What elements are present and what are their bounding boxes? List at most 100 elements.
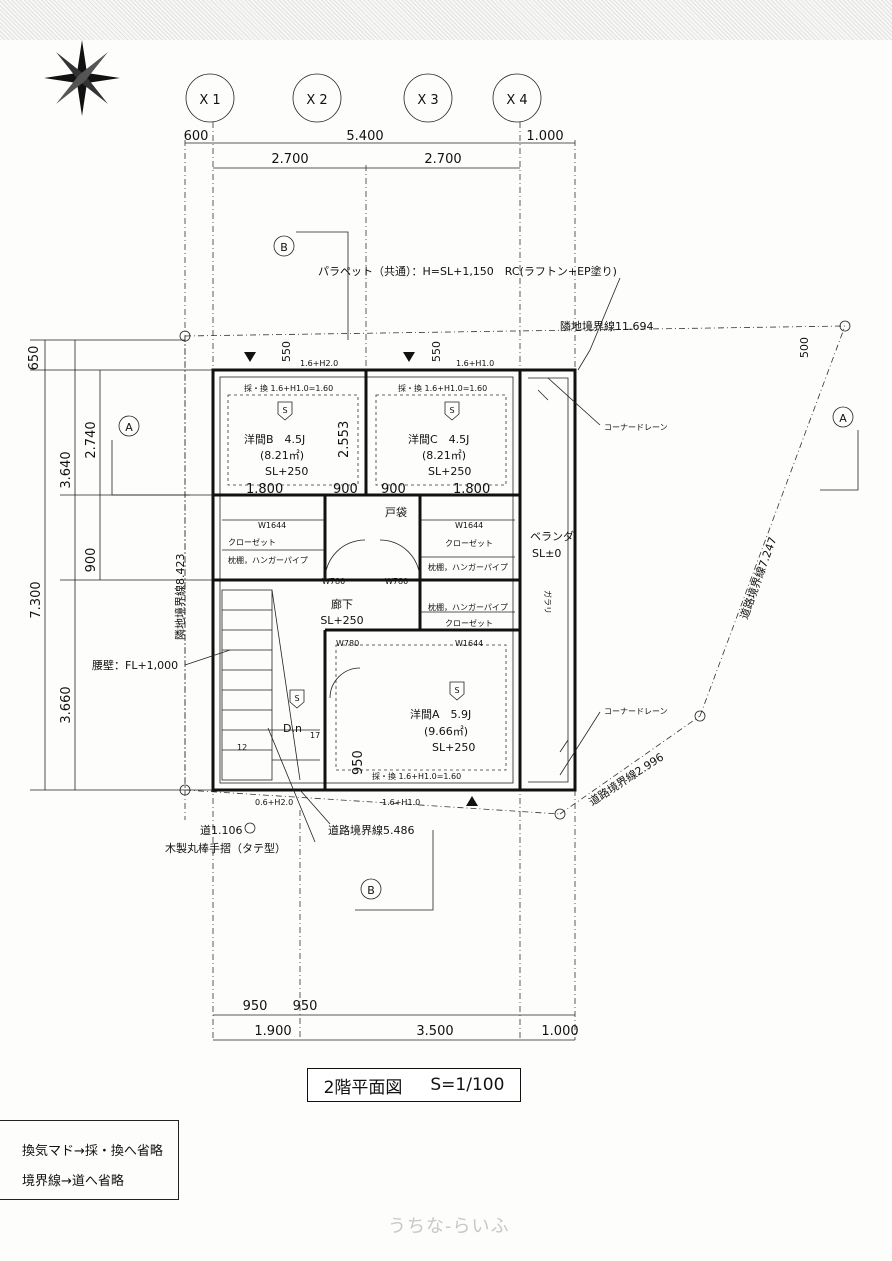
door-w780b: W780 xyxy=(385,577,408,586)
dim-bottom-950a: 950 xyxy=(243,999,268,1014)
svg-text:1.800: 1.800 xyxy=(246,482,283,497)
svg-text:17: 17 xyxy=(310,731,320,740)
svg-text:(8.21㎡): (8.21㎡) xyxy=(422,449,466,462)
svg-text:B: B xyxy=(367,884,375,897)
dim-left-3640: 3.640 xyxy=(59,451,74,488)
door-swing-hall-left xyxy=(324,539,366,581)
svg-text:採・換 1.6+H1.0=1.60: 採・換 1.6+H1.0=1.60 xyxy=(372,771,461,781)
svg-text:W1644: W1644 xyxy=(258,521,286,530)
skylight-icon-stair: S xyxy=(289,689,305,709)
svg-text:洋間B 4.5J: 洋間B 4.5J xyxy=(244,432,305,446)
grid-axis-x2: X 2 xyxy=(292,73,342,123)
grid-axis-x1: X 1 xyxy=(185,73,235,123)
svg-text:採・換 1.6+H1.0=1.60: 採・換 1.6+H1.0=1.60 xyxy=(244,383,333,393)
veranda-wall xyxy=(520,368,577,792)
svg-text:ベランダ: ベランダ xyxy=(530,529,574,543)
boundary-line-east xyxy=(699,325,846,717)
dim-top-middle: 5.400 xyxy=(346,129,383,144)
svg-text:900: 900 xyxy=(333,482,358,497)
window-arrow-b xyxy=(244,352,256,362)
dim-bottom-950b: 950 xyxy=(293,999,318,1014)
svg-text:B: B xyxy=(280,241,288,254)
svg-text:900: 900 xyxy=(381,482,406,497)
staircase: 12 17 xyxy=(221,589,320,781)
svg-text:SL+250: SL+250 xyxy=(265,465,308,478)
svg-text:A: A xyxy=(839,412,847,425)
door-w780c: W780 xyxy=(336,639,359,648)
svg-text:1.6+H1.0: 1.6+H1.0 xyxy=(382,798,420,807)
hall-label: 廊下 SL+250 xyxy=(320,597,363,627)
footer-note-1: 換気マド→採・換へ省略 xyxy=(22,1144,163,1159)
boundary-line-south xyxy=(184,789,561,815)
drawing-title: 2階平面図 xyxy=(323,1077,403,1098)
svg-text:950: 950 xyxy=(351,750,366,775)
dim-top-half2: 2.700 xyxy=(424,152,461,167)
boundary-south-label: 道路境界線5.486 xyxy=(328,823,415,837)
svg-text:500: 500 xyxy=(798,337,811,358)
window-arrow-a xyxy=(466,796,478,806)
parapet-note: パラペット（共通）：H=SL+1,150 RC(ラフトン+EP塗り) xyxy=(318,264,617,278)
grid-axis-x3: X 3 xyxy=(403,73,453,123)
dim-top-left: 600 xyxy=(184,129,209,144)
compass-icon xyxy=(44,40,120,116)
dim-top-half1: 2.700 xyxy=(271,152,308,167)
watermark: うちな-らいふ xyxy=(388,1216,510,1237)
svg-text:SL+250: SL+250 xyxy=(428,465,471,478)
door-swing-hall-right xyxy=(379,539,421,581)
dim-left-3660: 3.660 xyxy=(59,686,74,723)
svg-text:クローゼット: クローゼット xyxy=(445,538,493,548)
svg-text:SL±0: SL±0 xyxy=(532,547,561,560)
grid-label-x3: X 3 xyxy=(417,93,438,108)
svg-text:W1644: W1644 xyxy=(455,521,483,530)
door-pocket-label: 戸袋 xyxy=(385,505,407,519)
svg-text:1.800: 1.800 xyxy=(453,482,490,497)
legend-box xyxy=(0,1120,179,1200)
grid-label-x2: X 2 xyxy=(306,93,327,108)
section-marker-b-bottom: B xyxy=(355,830,434,911)
skylight-icon-a: S xyxy=(449,681,465,701)
svg-text:1.6+H1.0: 1.6+H1.0 xyxy=(456,359,494,368)
room-c-label: 採・換 1.6+H1.0=1.60 洋間C 4.5J (8.21㎡) SL+25… xyxy=(398,383,487,478)
svg-text:S: S xyxy=(449,406,454,415)
closet-right-bottom: 枕棚，ハンガーパイプ クローゼット W1644 xyxy=(428,602,508,648)
closet-right-top: クローゼット 枕棚，ハンガーパイプ W1644 xyxy=(428,521,508,572)
boundary-east-label: 道路境界線7.247 xyxy=(737,535,780,621)
boundary-line-north xyxy=(184,325,846,337)
svg-text:S: S xyxy=(282,406,287,415)
svg-text:SL+250: SL+250 xyxy=(320,614,363,627)
svg-text:1.6+H2.0: 1.6+H2.0 xyxy=(300,359,338,368)
stairs-down-label: D.n xyxy=(283,722,302,735)
svg-text:クローゼット: クローゼット xyxy=(445,618,493,628)
svg-text:洋間C 4.5J: 洋間C 4.5J xyxy=(408,432,469,446)
svg-text:枕棚，ハンガーパイプ: 枕棚，ハンガーパイプ xyxy=(428,602,508,612)
svg-text:(9.66㎡): (9.66㎡) xyxy=(424,725,468,738)
skylight-icon-c: S xyxy=(444,401,460,421)
svg-text:W1644: W1644 xyxy=(455,639,483,648)
window-arrow-c xyxy=(403,352,415,362)
grid-label-x4: X 4 xyxy=(506,93,527,108)
svg-text:A: A xyxy=(125,421,133,434)
svg-text:枕棚，ハンガーパイプ: 枕棚，ハンガーパイプ xyxy=(428,562,508,572)
grid-axis-x4: X 4 xyxy=(492,73,542,123)
drain-arrow-2 xyxy=(559,739,569,753)
room-a-label: 洋間A 5.9J (9.66㎡) SL+250 採・換 1.6+H1.0=1.6… xyxy=(372,707,475,781)
handrail-label: 木製丸棒手摺（タテ型） xyxy=(165,841,286,855)
drain-arrow-1 xyxy=(537,389,549,401)
veranda-label: ベランダ SL±0 ガラリ xyxy=(530,529,574,614)
scan-noise-band xyxy=(0,0,892,40)
svg-text:S: S xyxy=(294,694,299,703)
door-w780a: W780 xyxy=(322,577,345,586)
boundary-west-label: 隣地境界線8.423 xyxy=(173,554,187,641)
svg-text:550: 550 xyxy=(430,341,443,362)
section-marker-a-right: A xyxy=(820,406,859,491)
dim-bottom-3500: 3.500 xyxy=(416,1024,453,1039)
dim-left-650: 650 xyxy=(27,346,42,371)
section-marker-b-top: B xyxy=(273,231,349,340)
svg-text:ガラリ: ガラリ xyxy=(543,590,553,614)
dim-top-right: 1.000 xyxy=(526,129,563,144)
dim-left-2740: 2.740 xyxy=(84,421,99,458)
svg-text:2.553: 2.553 xyxy=(337,421,352,458)
dim-left-7300: 7.300 xyxy=(29,581,44,618)
svg-text:枕棚，ハンガーパイプ: 枕棚，ハンガーパイプ xyxy=(228,555,308,565)
dim-left-900: 900 xyxy=(84,548,99,573)
